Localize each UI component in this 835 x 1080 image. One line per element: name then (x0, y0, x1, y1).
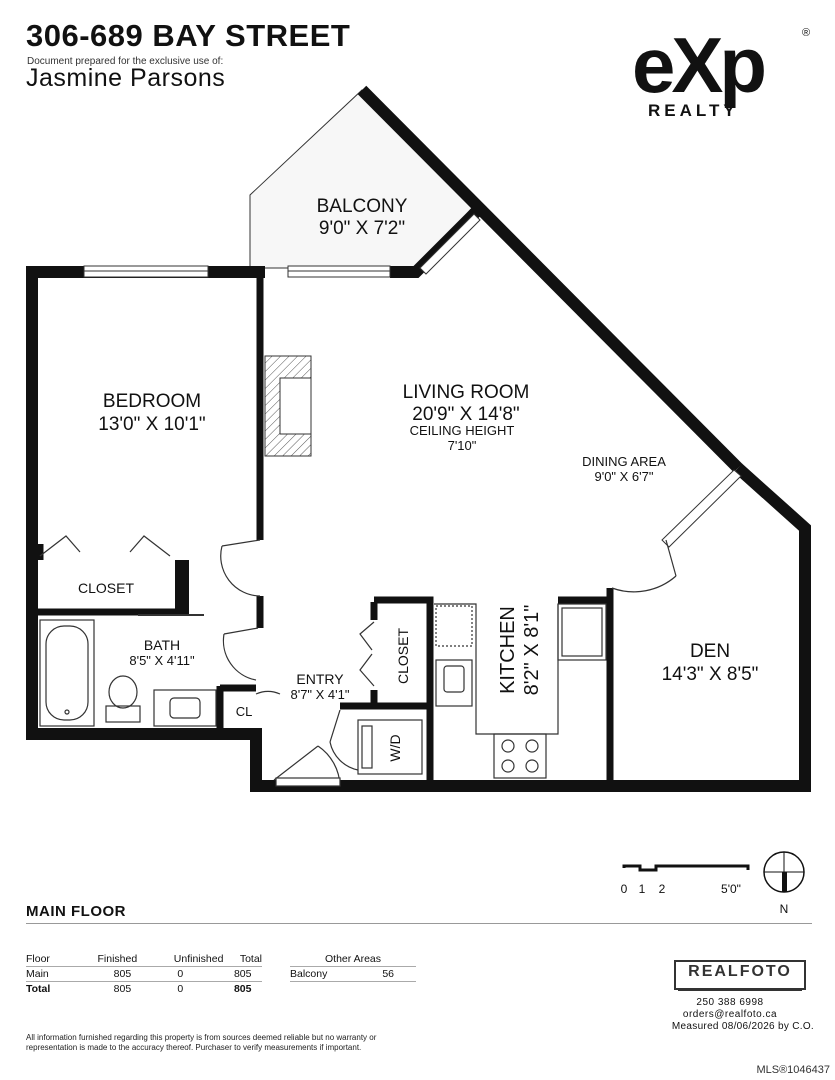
toilet (105, 675, 141, 723)
exterior-walls (26, 85, 811, 792)
table-row: Main 805 0 805 (26, 966, 262, 982)
disclaimer: All information furnished regarding this… (26, 1033, 377, 1052)
scale-label-5: 5'0" (721, 882, 741, 896)
realfoto-name: REALFOTO (688, 963, 792, 980)
interior-walls (36, 275, 614, 786)
divider (678, 989, 802, 991)
table-header: Finished (68, 952, 138, 967)
measured-note: Measured 08/06/2026 by C.O. (671, 1021, 814, 1032)
dining-window (661, 469, 742, 548)
front-door (273, 745, 341, 787)
entry-closet-doors (359, 621, 375, 687)
closet-wall-end (175, 560, 189, 614)
scale-label-0: 0 (621, 882, 628, 896)
table-cell: 805 (223, 966, 262, 982)
den-door (611, 539, 677, 593)
bath-door (222, 627, 259, 681)
prepared-for-note: Document prepared for the exclusive use … (27, 56, 224, 67)
balcony-slider (419, 213, 481, 275)
compass-label: N (780, 902, 789, 916)
kitchen-counter (434, 603, 559, 735)
photographer-phone: 250 388 6998 (696, 997, 764, 1008)
logo-subtext: REALTY (648, 101, 739, 120)
bedroom-size: 13'0" X 10'1" (98, 414, 205, 435)
scale-bar: 0 1 2 5'0" (621, 864, 750, 896)
dining-area-size: 9'0" X 6'7" (594, 469, 653, 484)
table-row: Total 805 0 805 (26, 982, 262, 997)
mls-number: MLS®1046437 (756, 1064, 830, 1076)
bath-label: BATH (144, 637, 180, 653)
table-cell: 0 (137, 966, 224, 982)
table-cell: 805 (68, 966, 138, 982)
table-cell: 805 (233, 983, 252, 995)
balcony-size: 9'0" X 7'2" (319, 218, 405, 239)
divider (26, 923, 812, 924)
table-cell: Main (26, 966, 69, 982)
fireplace-box (279, 377, 312, 435)
exp-realty-logo: eXp ® REALTY (632, 22, 810, 120)
stove (493, 733, 547, 779)
floor-title: MAIN FLOOR (26, 903, 126, 920)
room-labels: BALCONY 9'0" X 7'2" BEDROOM 13'0" X 10'1… (78, 196, 758, 762)
scale-label-2: 2 (659, 882, 666, 896)
table-cell: 0 (177, 983, 184, 995)
bathtub (39, 619, 95, 727)
entry-label: ENTRY (296, 671, 344, 687)
table-header-row: Other Areas (290, 952, 416, 967)
table-header: Floor (26, 952, 69, 967)
entry-closet-label: CLOSET (395, 628, 411, 684)
cl-door (255, 690, 281, 695)
table-header: Other Areas (290, 952, 416, 967)
table-header-row: Floor Finished Unfinished Total (26, 952, 262, 967)
cl-label: CL (236, 704, 253, 719)
property-address: 306-689 BAY STREET (26, 18, 351, 53)
logo-mark: eXp (632, 22, 764, 109)
balcony-label: BALCONY (317, 196, 408, 217)
scale-label-1: 1 (639, 882, 646, 896)
ceiling-height-value: 7'10" (448, 438, 477, 453)
den-label: DEN (690, 641, 730, 662)
kitchen-size: 8'2" X 8'1" (521, 605, 543, 696)
washer-dryer (357, 719, 423, 775)
bath-size: 8'5" X 4'11" (129, 653, 195, 668)
table-cell: 56 (356, 966, 416, 982)
windows (83, 265, 391, 278)
logo-registered: ® (802, 27, 810, 39)
entry-size: 8'7" X 4'1" (290, 687, 349, 702)
north-arrow-icon: N (763, 851, 805, 916)
bath-vanity (153, 689, 217, 727)
bedroom-label: BEDROOM (103, 391, 201, 412)
ceiling-height-label: CEILING HEIGHT (410, 423, 515, 438)
other-areas-table: Other Areas Balcony 56 (290, 952, 416, 982)
bedroom-closet-doors (39, 535, 171, 557)
table-cell: Balcony (290, 966, 357, 982)
living-room-label: LIVING ROOM (403, 382, 530, 403)
table-header: Unfinished (137, 952, 224, 967)
refrigerator (557, 603, 607, 661)
table-cell: Total (26, 983, 51, 995)
area-table: Floor Finished Unfinished Total Main 805… (26, 952, 262, 996)
client-name: Jasmine Parsons (26, 64, 226, 92)
table-cell: 805 (113, 983, 132, 995)
bedroom-closet-label: CLOSET (78, 580, 134, 596)
den-size: 14'3" X 8'5" (662, 664, 759, 685)
dining-area-label: DINING AREA (582, 454, 666, 469)
photographer-email: orders@realfoto.ca (682, 1009, 778, 1020)
table-header: Total (223, 952, 262, 967)
bedroom-door (220, 539, 261, 597)
wd-label: W/D (387, 734, 403, 761)
laundry-door (329, 709, 359, 771)
kitchen-label: KITCHEN (497, 606, 519, 694)
living-room-size: 20'9" X 14'8" (412, 404, 519, 425)
table-row: Balcony 56 (290, 966, 416, 982)
